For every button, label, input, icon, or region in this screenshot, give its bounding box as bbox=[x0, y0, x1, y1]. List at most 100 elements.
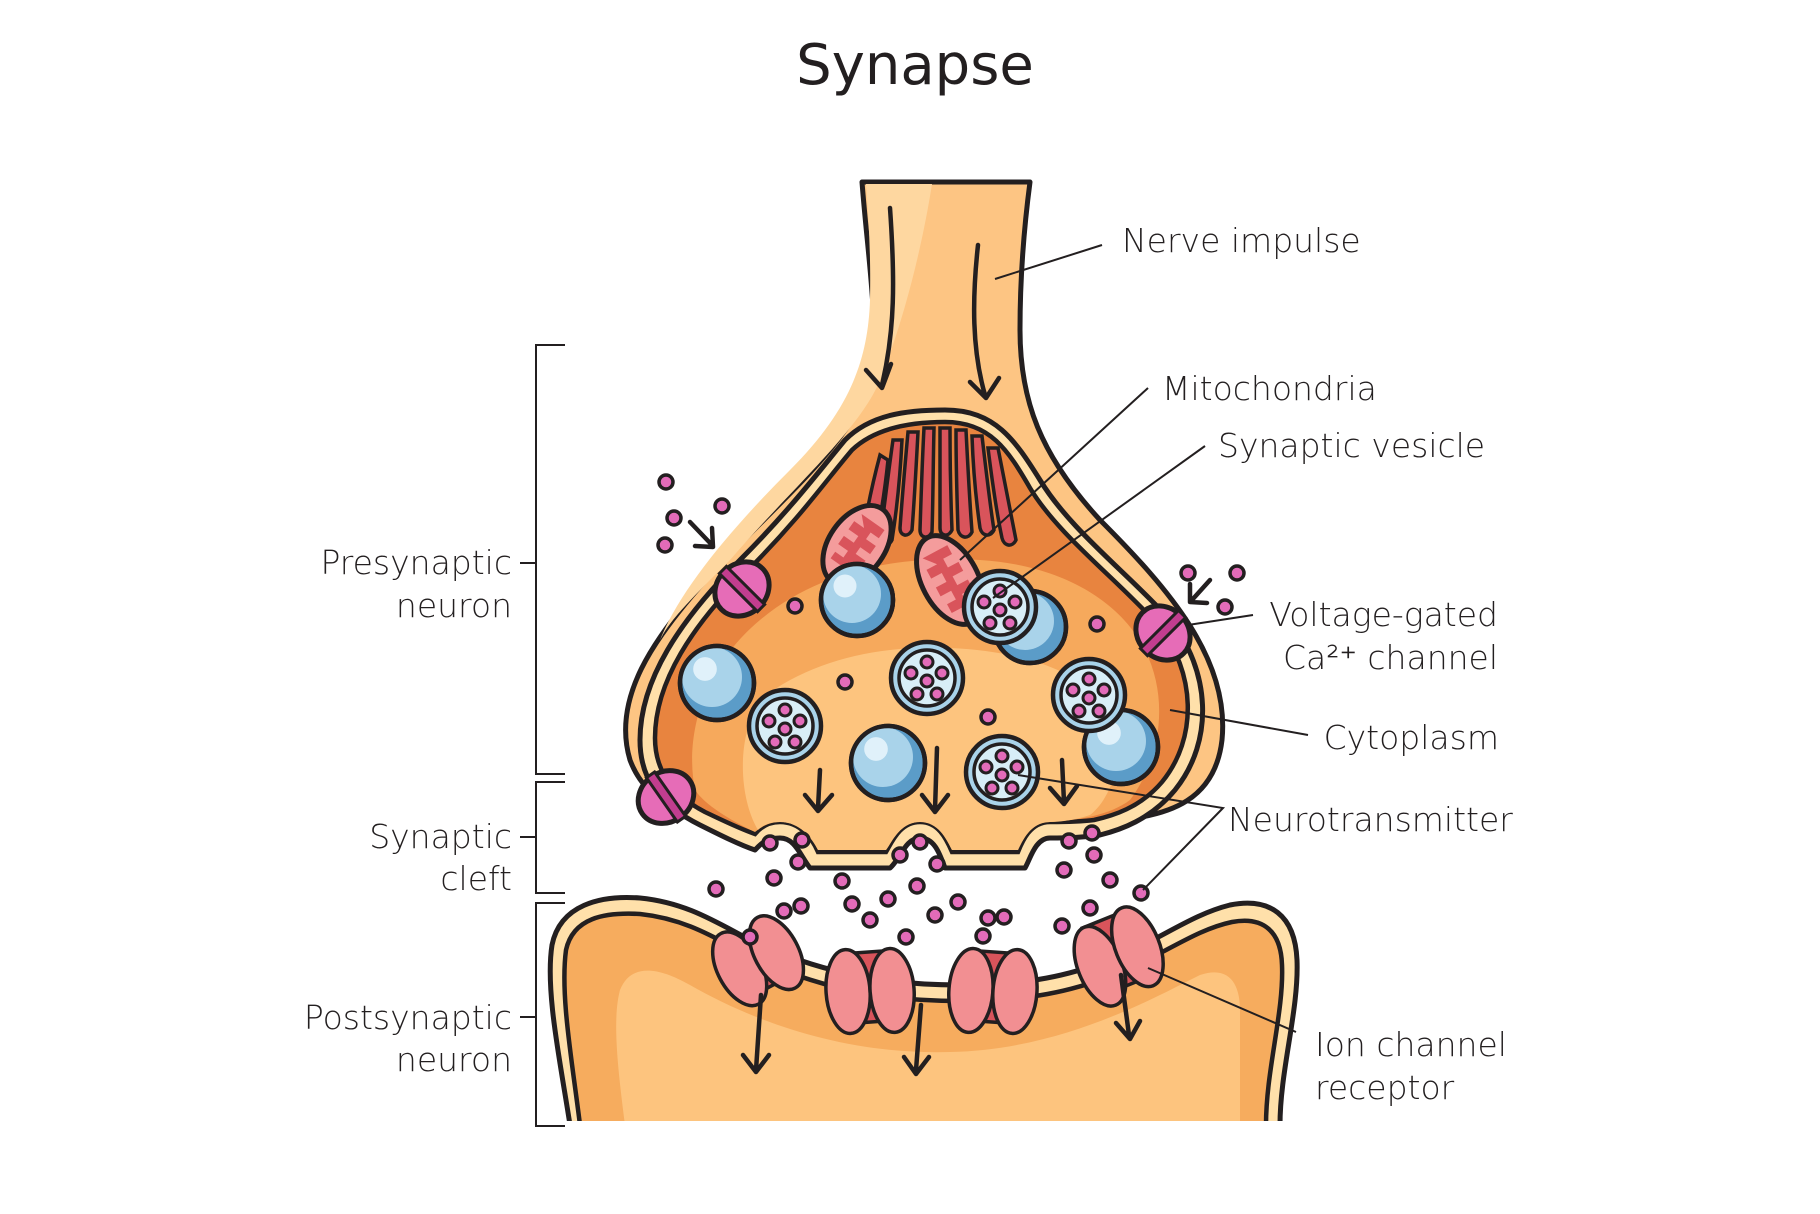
ion-flow-arrow bbox=[740, 992, 772, 1075]
calcium-channels bbox=[635, 519, 1213, 826]
neurotransmitter-dot bbox=[1081, 899, 1099, 917]
label-nerve-impulse: Nerve impulse bbox=[1122, 221, 1361, 260]
neurotransmitter-dot bbox=[761, 834, 779, 852]
neurotransmitter-dot bbox=[949, 893, 967, 911]
region-brackets bbox=[520, 344, 565, 1127]
neurotransmitter-dot bbox=[926, 906, 944, 924]
neurotransmitter-dot bbox=[836, 673, 854, 691]
neurotransmitter-molecules bbox=[656, 473, 1246, 946]
label-cytoplasm: Cytoplasm bbox=[1324, 718, 1499, 757]
leader-lines bbox=[959, 244, 1309, 891]
neurotransmitter-vesicle bbox=[963, 733, 1041, 811]
neurotransmitter-dot bbox=[1101, 871, 1119, 889]
label-synaptic: Synaptic bbox=[369, 817, 512, 856]
label-neurotransmitter: Neurotransmitter bbox=[1228, 800, 1513, 839]
neurotransmitter-dot bbox=[1085, 846, 1103, 864]
calcium-channel bbox=[1133, 603, 1193, 663]
impulse-arrow bbox=[863, 205, 896, 391]
neurotransmitter-dot bbox=[1088, 615, 1106, 633]
neurotransmitter-dot bbox=[861, 911, 879, 929]
ion-channel-receptor bbox=[824, 946, 916, 1036]
labels-right: Nerve impulse Mitochondria Synaptic vesi… bbox=[1122, 221, 1513, 1107]
neurotransmitter-dot bbox=[713, 497, 731, 515]
ion-channel-leader bbox=[1147, 967, 1297, 1033]
synaptic-vesicle bbox=[677, 643, 757, 723]
neurotransmitter-dot bbox=[775, 902, 793, 920]
label-synaptic-vesicle: Synaptic vesicle bbox=[1218, 426, 1485, 465]
label-receptor: receptor bbox=[1315, 1068, 1455, 1107]
ion-channel-receptor bbox=[1072, 905, 1165, 1008]
label-cleft: cleft bbox=[440, 859, 512, 898]
label-postsynaptic-neuron: neuron bbox=[396, 1040, 512, 1079]
neurotransmitter-dot bbox=[1216, 598, 1234, 616]
ion-flow-arrow bbox=[1113, 972, 1143, 1042]
neurotransmitter-dot bbox=[979, 909, 997, 927]
ion-flow-arrow bbox=[901, 1002, 932, 1077]
presynaptic-neuron bbox=[623, 179, 1226, 871]
ion-channel-receptor bbox=[947, 946, 1039, 1036]
neurotransmitter-dot bbox=[665, 509, 683, 527]
postsynaptic-neuron bbox=[540, 895, 1320, 1131]
neurotransmitter-dot bbox=[786, 597, 804, 615]
neurotransmitter-dot bbox=[843, 895, 861, 913]
neurotransmitter-dot bbox=[765, 869, 783, 887]
neurotransmitter-dot bbox=[995, 908, 1013, 926]
diagram-title: Synapse bbox=[796, 33, 1034, 98]
neurotransmitter-vesicle bbox=[888, 639, 966, 717]
neurotransmitter-dot bbox=[1060, 832, 1078, 850]
neurotransmitter-dot bbox=[911, 833, 929, 851]
ion-channel-receptors bbox=[710, 905, 1165, 1077]
bracket-cleft bbox=[535, 781, 565, 894]
label-voltage-gated: Voltage-gated bbox=[1269, 595, 1498, 634]
neurotransmitter-dot bbox=[741, 928, 759, 946]
labels-left: Presynaptic neuron Synaptic cleft Postsy… bbox=[304, 543, 512, 1079]
neurotransmitter-dot bbox=[1228, 564, 1246, 582]
axon-highlight bbox=[660, 184, 932, 640]
neurotransmitter-dot bbox=[833, 872, 851, 890]
neurotransmitter-dot bbox=[707, 880, 725, 898]
postsynaptic-crop bbox=[540, 1121, 1320, 1131]
neurotransmitter-dot bbox=[928, 855, 946, 873]
bracket-postsynaptic bbox=[535, 902, 565, 1127]
bracket-presynaptic bbox=[535, 344, 565, 775]
mitochondrion bbox=[820, 503, 894, 587]
neurotransmitter-dot bbox=[789, 853, 807, 871]
postsynaptic-inner-glow bbox=[616, 970, 1240, 1125]
neurotransmitter-dot bbox=[897, 928, 915, 946]
label-ca-channel: Ca²⁺ channel bbox=[1283, 638, 1498, 677]
neurotransmitter-dot bbox=[891, 846, 909, 864]
label-postsynaptic: Postsynaptic bbox=[304, 998, 512, 1037]
neurotransmitter-dot bbox=[792, 897, 810, 915]
neurotransmitter-dot bbox=[974, 927, 992, 945]
neurotransmitter-dot bbox=[657, 473, 675, 491]
impulse-arrow bbox=[967, 242, 1002, 401]
neurotransmitter-dot bbox=[1055, 861, 1073, 879]
ion-channel-receptor bbox=[710, 914, 806, 1008]
release-arrow bbox=[1047, 757, 1080, 807]
neurotransmitter-dot bbox=[1083, 824, 1101, 842]
neurotransmitter-vesicle bbox=[746, 687, 824, 765]
release-arrow bbox=[919, 745, 951, 815]
neurotransmitter-dot bbox=[793, 831, 811, 849]
neurotransmitter-dot bbox=[908, 877, 926, 895]
calcium-influx-arrow bbox=[687, 519, 716, 550]
neurotransmitter-vesicle bbox=[961, 568, 1039, 646]
neurotransmitter-dot bbox=[1179, 564, 1197, 582]
neurotransmitter-dot bbox=[879, 890, 897, 908]
synaptic-vesicles-filled bbox=[746, 568, 1128, 811]
release-arrow bbox=[802, 767, 835, 814]
neurotransmitter-vesicle bbox=[1050, 656, 1128, 734]
calcium-channel bbox=[635, 768, 697, 826]
synaptic-vesicle bbox=[818, 561, 896, 639]
neurotransmitter-dot bbox=[656, 536, 674, 554]
calcium-channel bbox=[712, 559, 772, 619]
neurotransmitter-dot bbox=[1053, 917, 1071, 935]
label-presynaptic: Presynaptic bbox=[320, 543, 512, 582]
label-presynaptic-neuron: neuron bbox=[396, 586, 512, 625]
synaptic-vesicle bbox=[848, 723, 928, 803]
neurotransmitter-dot bbox=[979, 708, 997, 726]
calcium-influx-arrow bbox=[1187, 577, 1213, 606]
label-ion-channel: Ion channel bbox=[1315, 1025, 1507, 1064]
label-mitochondria: Mitochondria bbox=[1162, 369, 1377, 408]
